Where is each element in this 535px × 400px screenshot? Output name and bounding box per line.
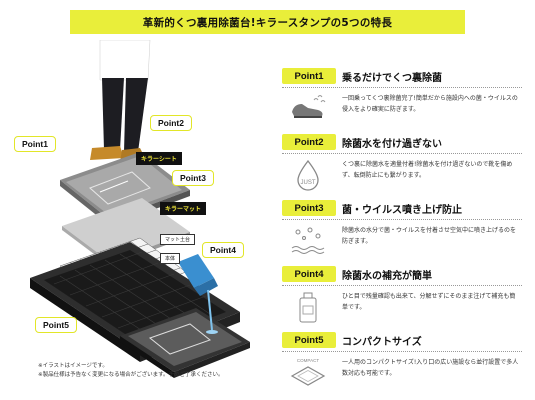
point-badge: Point3 xyxy=(282,200,336,216)
callout-point2: Point2 xyxy=(150,115,192,131)
person-legs-illustration xyxy=(90,39,151,162)
exploded-mat-illustration xyxy=(30,39,250,378)
point-description: 除菌水の水分で菌・ウイルスを付着させ空気中に噴き上げるのを防ぎます。 xyxy=(342,227,517,245)
compact-mat-icon: COMPACT xyxy=(290,358,326,386)
callout-point1: Point1 xyxy=(14,136,56,152)
point-title: コンパクトサイズ xyxy=(342,337,422,348)
shoe-icon xyxy=(292,95,326,118)
product-illustration: Point1 Point2 Point3 Point4 Point5 キラーシー… xyxy=(0,39,280,395)
point-badge: Point2 xyxy=(282,134,336,150)
point-badge: Point4 xyxy=(282,266,336,282)
footnote: ※製品仕様は予告なく変更になる場合がございます。予めご了承ください。 xyxy=(38,372,224,378)
callout-point4: Point4 xyxy=(202,242,244,258)
droplet-label: JUST xyxy=(301,180,316,186)
divider xyxy=(282,285,522,286)
callout-point3: Point3 xyxy=(172,170,214,186)
callout-point5: Point5 xyxy=(35,317,77,333)
point-title: 除菌水を付け過ぎない xyxy=(342,139,442,150)
point-5: Point5 コンパクトサイズ COMPACT 一人用のコンパクトサイズ!入り口… xyxy=(282,332,522,394)
tag-killer-mat: キラーマット xyxy=(160,202,207,215)
divider xyxy=(282,153,522,154)
point-4: Point4 除菌水の補充が簡単 ひと目で残量確認も出来て、分解せずにそのまま注… xyxy=(282,266,522,328)
point-1: Point1 乗るだけでくつ裏除菌 一回乗ってくつ裏除菌完了!簡単だから施設内へ… xyxy=(282,68,522,130)
divider xyxy=(282,219,522,220)
point-badge: Point1 xyxy=(282,68,336,84)
title-banner: 革新的くつ裏用除菌台!キラースタンプの5つの特長 xyxy=(70,10,465,34)
base-body xyxy=(30,242,250,378)
point-title: 菌・ウイルス噴き上げ防止 xyxy=(342,205,462,216)
compact-label: COMPACT xyxy=(297,358,319,363)
water-bottle-illustration xyxy=(178,254,218,334)
point-3: Point3 菌・ウイルス噴き上げ防止 除菌水の水分で菌・ウイルスを付着させ空気… xyxy=(282,200,522,262)
point-title: 乗るだけでくつ裏除菌 xyxy=(342,73,442,84)
tag-killer-sheet: キラーシート xyxy=(136,152,182,165)
footnotes: ※イラストはイメージです。 ※製品仕様は予告なく変更になる場合がございます。予め… xyxy=(38,362,224,380)
point-badge: Point5 xyxy=(282,332,336,348)
banner-title: 革新的くつ裏用除菌台!キラースタンプの5つの特長 xyxy=(142,16,393,29)
point-title: 除菌水の補充が簡単 xyxy=(342,271,432,282)
footnote: ※イラストはイメージです。 xyxy=(38,363,108,369)
point-description: ひと目で残量確認も出来て、分解せずにそのまま注げて補充も簡単です。 xyxy=(342,293,516,311)
bottle-icon xyxy=(299,292,317,323)
point-description: 一回乗ってくつ裏除菌完了!簡単だから施設内への菌・ウイルスの侵入をより確実に防ぎ… xyxy=(342,95,518,113)
divider xyxy=(282,87,522,88)
germs-icon xyxy=(291,227,325,254)
point-description: 一人用のコンパクトサイズ!入り口の広い施設なら並行設置で多人数対応も可能です。 xyxy=(342,359,519,377)
tag-body: 本体 xyxy=(160,253,181,264)
tag-mat-base: マット土台 xyxy=(160,234,196,245)
divider xyxy=(282,351,522,352)
point-description: くつ裏に除菌水を適量付着!除菌水を付け過ぎないので靴を傷めず、転倒防止にも繋がり… xyxy=(342,161,513,179)
droplet-icon: JUST xyxy=(297,159,319,191)
point-2: Point2 除菌水を付け過ぎない JUST くつ裏に除菌水を適量付着!除菌水を… xyxy=(282,134,522,196)
